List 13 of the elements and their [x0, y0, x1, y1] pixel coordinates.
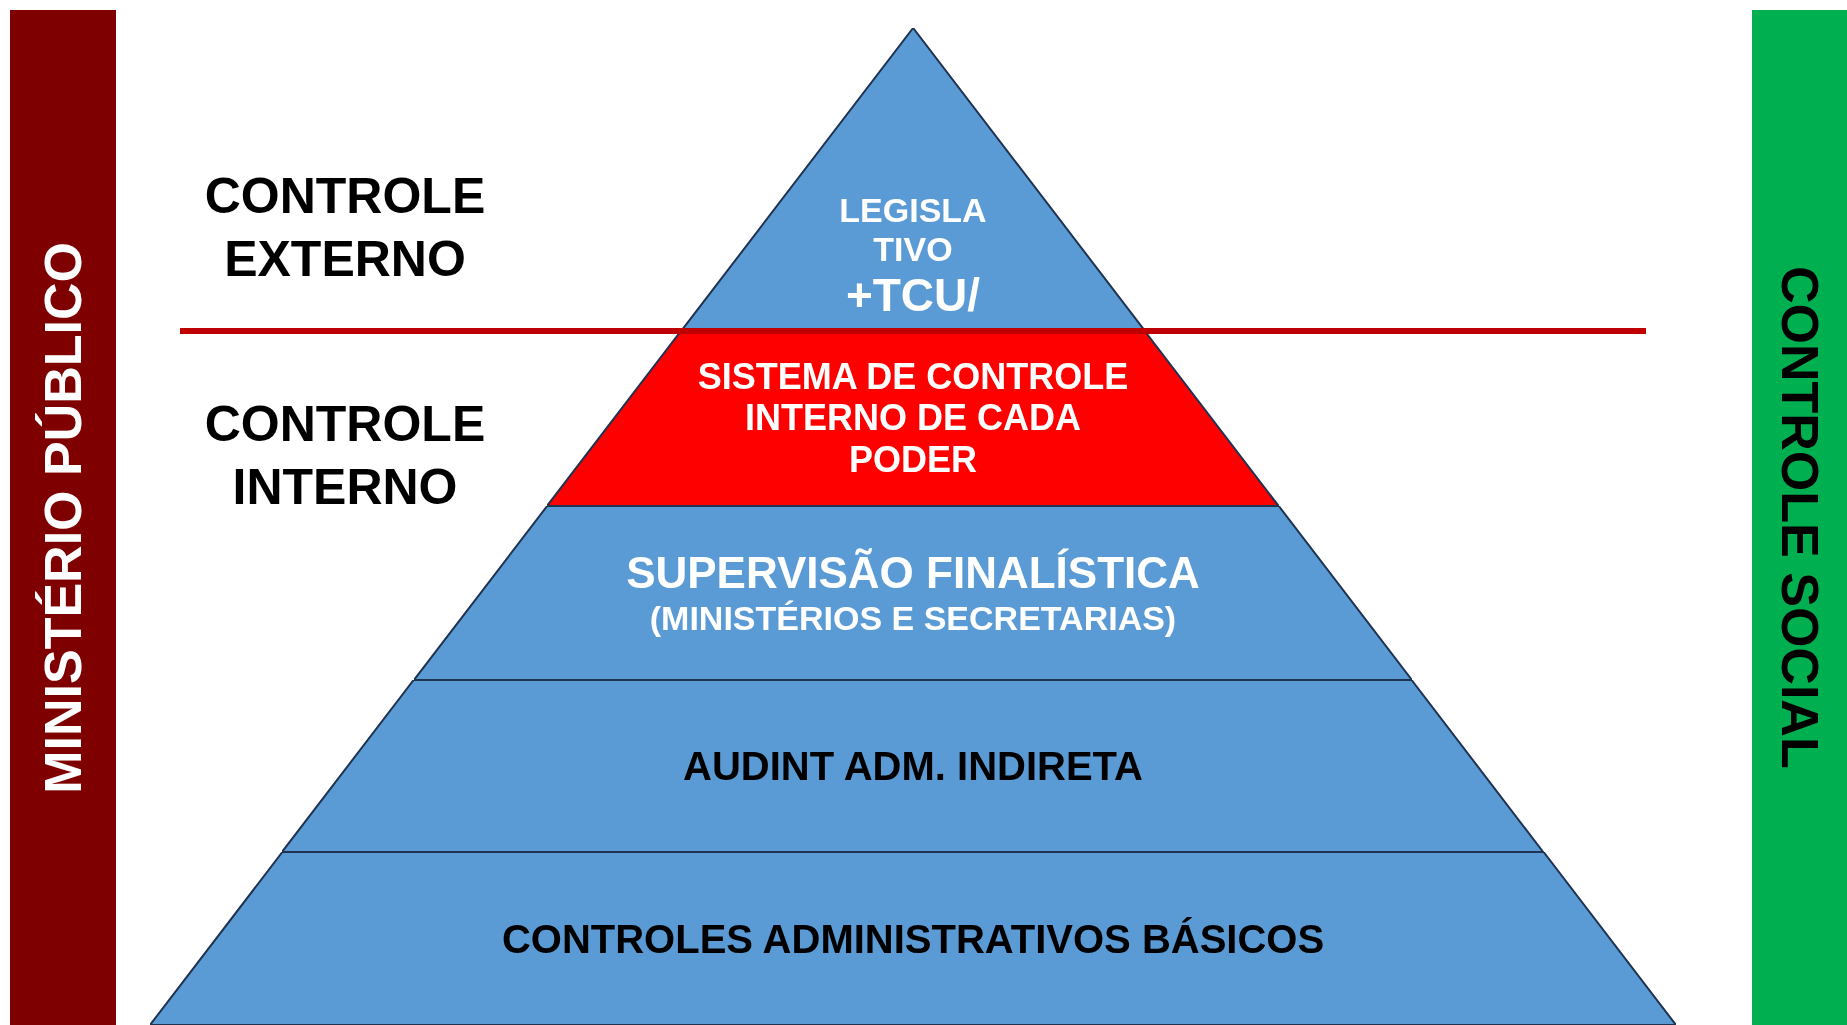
tier-text: LEGISLA TIVO: [838, 190, 988, 270]
band-title: CONTROLE SOCIAL: [1769, 266, 1830, 769]
tier-text: SISTEMA DE CONTROLE INTERNO DE CADA PODER: [696, 355, 1130, 481]
section-label: CONTROLE EXTERNO: [203, 167, 487, 289]
tier-text: (MINISTÉRIOS E SECRETARIAS): [649, 598, 1177, 638]
side-band: [10, 10, 116, 1025]
section-label: CONTROLE INTERNO: [203, 395, 487, 517]
tier-text: CONTROLES ADMINISTRATIVOS BÁSICOS: [501, 915, 1325, 962]
tier-text: AUDINT ADM. INDIRETA: [683, 743, 1143, 789]
side-band: [1752, 10, 1847, 1025]
tier-text: SUPERVISÃO FINALÍSTICA: [626, 548, 1200, 599]
tier-text: +TCU/: [845, 269, 981, 322]
band-title: MINISTÉRIO PÚBLICO: [33, 241, 93, 794]
